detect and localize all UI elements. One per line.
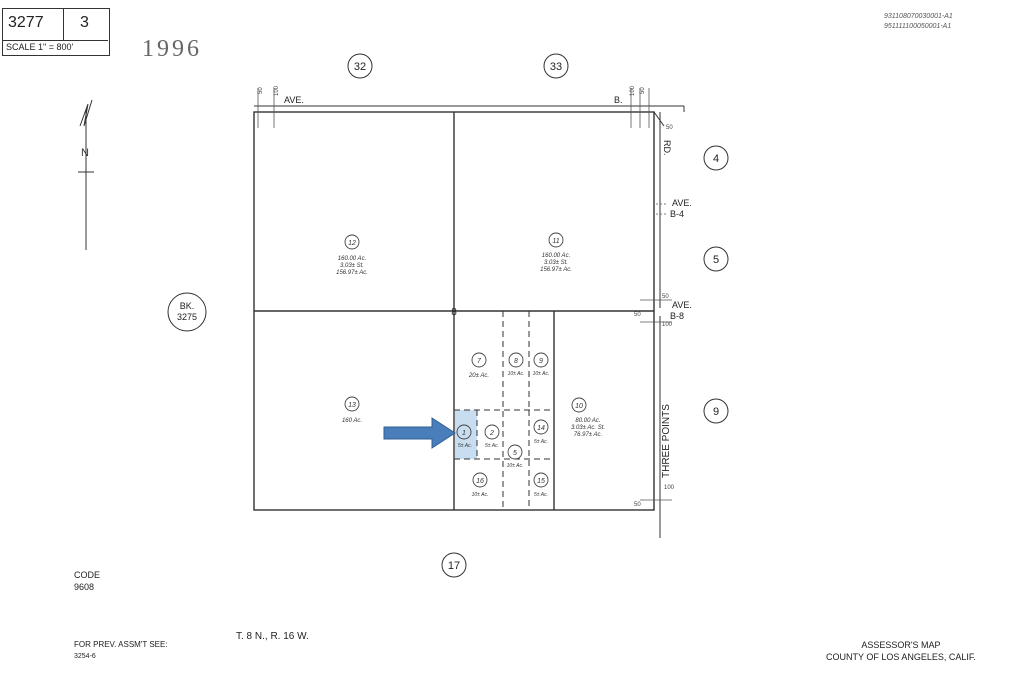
- parcel-acreage: 10± Ac.: [507, 463, 524, 469]
- parcel-number: 7: [477, 358, 482, 365]
- parcel-number: 9: [539, 358, 543, 365]
- dimension-label: 50: [666, 125, 673, 131]
- assessor-title-line: COUNTY OF LOS ANGELES, CALIF.: [826, 652, 976, 662]
- parcel-boundaries: [253, 111, 655, 511]
- dimension-label: 100: [630, 85, 636, 96]
- parcel-acreage: 3.03± St.: [544, 260, 568, 266]
- section-number: 9: [713, 406, 719, 418]
- dimension-label: 50: [662, 294, 669, 300]
- parcel-number: 14: [537, 425, 545, 432]
- section-number: 17: [448, 560, 460, 572]
- street-label: AVE.: [672, 198, 692, 208]
- pointer-arrow-icon: [383, 417, 456, 449]
- parcel-number: 10: [575, 403, 583, 410]
- parcel-acreage: 156.97± Ac.: [540, 267, 572, 273]
- street-label: RD.: [662, 140, 672, 156]
- street-label: B-8: [670, 311, 684, 321]
- parcel-acreage: 160.00 Ac.: [338, 256, 366, 262]
- assessor-map-title: ASSESSOR'S MAP COUNTY OF LOS ANGELES, CA…: [826, 639, 976, 663]
- dimension-label: 50: [634, 502, 641, 508]
- book-reference: BK.: [180, 301, 195, 311]
- parcel-acreage: 3.03± St.: [340, 263, 364, 269]
- code-label: CODE: [74, 570, 101, 580]
- section-markers: [167, 53, 729, 578]
- reference-number: 931108070030001-A1: [884, 13, 953, 20]
- parcel-acreage: 10± Ac.: [533, 371, 550, 377]
- street-label: THREE POINTS: [661, 404, 672, 478]
- code-value: 9608: [74, 582, 95, 592]
- map-page-number: 3: [80, 14, 89, 31]
- dimension-label: 100: [662, 322, 673, 328]
- subparcel-lines: [454, 311, 554, 510]
- parcel-acreage: 80.00 Ac.: [575, 418, 600, 424]
- assessor-title-line: ASSESSOR'S MAP: [861, 640, 941, 650]
- dimension-label: 100: [274, 85, 280, 96]
- map-book-number: 3277: [8, 14, 44, 31]
- parcel-acreage: 5± Ac.: [458, 443, 472, 449]
- township-range: T. 8 N., R. 16 W.: [236, 631, 309, 642]
- dimension-label: 50: [258, 87, 264, 94]
- parcel-acreage: 5± Ac.: [534, 439, 548, 445]
- parcel-acreage: 160 Ac.: [342, 418, 362, 424]
- dimension-labels: 50 100 100 50 50 50 50 100 100 50: [258, 85, 675, 508]
- reference-numbers: 931108070030001-A1 951111100050001-A1: [884, 12, 953, 32]
- book-reference: 3275: [177, 312, 197, 322]
- parcel-number: 11: [552, 238, 559, 245]
- north-arrow-icon: [78, 99, 94, 250]
- north-label: N: [81, 147, 89, 159]
- map-scale: SCALE 1" = 800': [6, 42, 74, 52]
- section-number: 4: [713, 153, 719, 165]
- header-divider: [63, 8, 64, 40]
- dimension-ticks: [257, 88, 672, 501]
- dimension-label: 50: [634, 312, 641, 318]
- reference-number: 951111100050001-A1: [884, 23, 952, 30]
- dimension-label: 50: [640, 87, 646, 94]
- parcel-acreage: 3.03± Ac. St.: [571, 425, 605, 431]
- section-number: 5: [713, 254, 719, 266]
- parcel-number: 5: [513, 450, 517, 457]
- prev-value: 3254-6: [74, 653, 96, 660]
- parcel-circles: [344, 232, 587, 488]
- previous-assessment: FOR PREV. ASSM'T SEE: 3254-6: [74, 639, 168, 663]
- section-number: 32: [354, 61, 366, 73]
- section-number: 33: [550, 61, 562, 73]
- road-lines: [254, 105, 685, 538]
- map-year: 1996: [142, 36, 202, 62]
- header-divider: [2, 40, 108, 41]
- parcel-number: 2: [489, 430, 494, 437]
- street-label: AVE.: [284, 95, 304, 105]
- parcel-acreage: 10± Ac.: [508, 371, 525, 377]
- parcel-number: 8: [514, 358, 518, 365]
- street-label: AVE.: [672, 300, 692, 310]
- dimension-label: 100: [664, 485, 675, 491]
- parcel-acreage: 156.97± Ac.: [336, 270, 368, 276]
- parcel-acreage: 5± Ac.: [485, 443, 499, 449]
- parcel-acreage: 20± Ac.: [468, 373, 489, 379]
- street-label: B-4: [670, 209, 684, 219]
- parcel-acreage: 160.00 Ac.: [542, 253, 570, 259]
- parcel-number: 13: [348, 402, 356, 409]
- map-header-box: [2, 8, 110, 56]
- map-code: CODE 9608: [74, 569, 100, 593]
- parcel-number: 1: [462, 430, 466, 437]
- parcel-acreage: 5± Ac.: [534, 492, 548, 498]
- parcel-number: 16: [476, 478, 484, 485]
- parcel-acreage: 76.97± Ac.: [574, 432, 602, 438]
- street-label: B.: [614, 95, 623, 105]
- highlighted-parcel: [455, 410, 477, 459]
- prev-label: FOR PREV. ASSM'T SEE:: [74, 640, 168, 649]
- parcel-number: 15: [537, 478, 545, 485]
- section-number: 8: [451, 307, 457, 318]
- parcel-acreage: 10± Ac.: [472, 492, 489, 498]
- parcel-number: 12: [348, 240, 356, 247]
